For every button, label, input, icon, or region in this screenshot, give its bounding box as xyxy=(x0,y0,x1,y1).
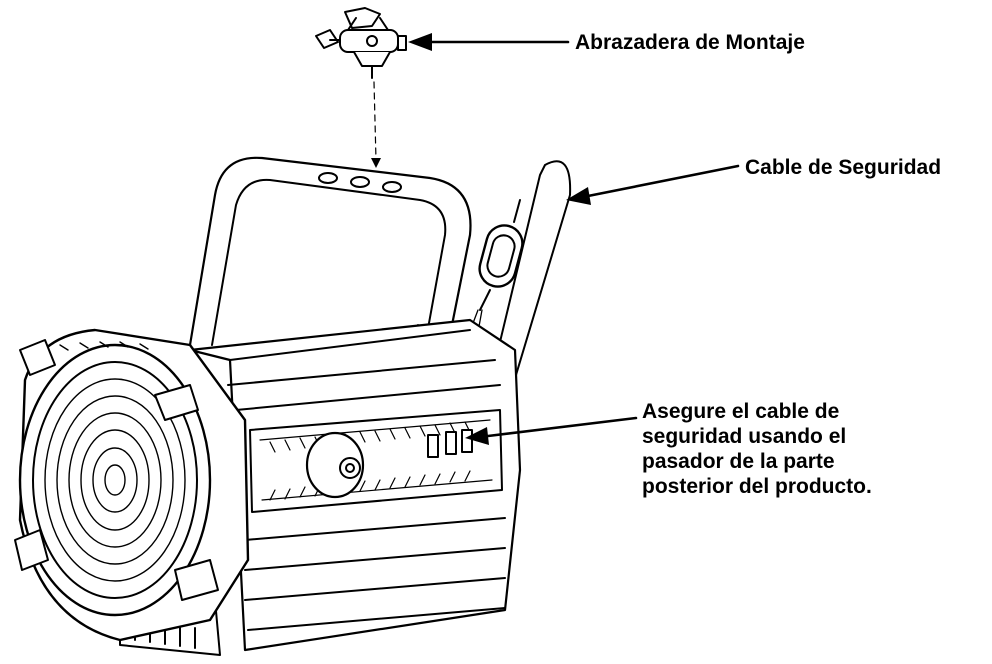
mounting-clamp-label: Abrazadera de Montaje xyxy=(575,31,805,54)
mounting-guide-line xyxy=(373,81,377,161)
callout-leaders xyxy=(408,33,740,445)
instruction-line: posterior del producto. xyxy=(642,475,872,498)
safety-cable xyxy=(439,160,572,421)
leader-safety-cable xyxy=(586,164,740,198)
mounting-guide-arrowhead xyxy=(371,158,381,168)
leader-rear-pin xyxy=(486,416,638,438)
instruction-line: pasador de la parte xyxy=(642,450,835,473)
instruction-line: Asegure el cable de xyxy=(642,400,840,423)
mounting-clamp xyxy=(315,7,407,79)
safety-instruction-text: Asegure el cable de seguridad usando el … xyxy=(642,399,872,499)
leader-mounting-clamp-arrowhead xyxy=(408,33,432,51)
fresnel-lens xyxy=(14,328,250,642)
safety-cable-label: Cable de Seguridad xyxy=(745,156,942,179)
fixture-housing xyxy=(119,318,522,656)
leader-safety-cable-arrowhead xyxy=(566,187,591,205)
leader-rear-pin-arrowhead xyxy=(465,427,489,445)
instruction-line: seguridad usando el xyxy=(642,425,847,448)
